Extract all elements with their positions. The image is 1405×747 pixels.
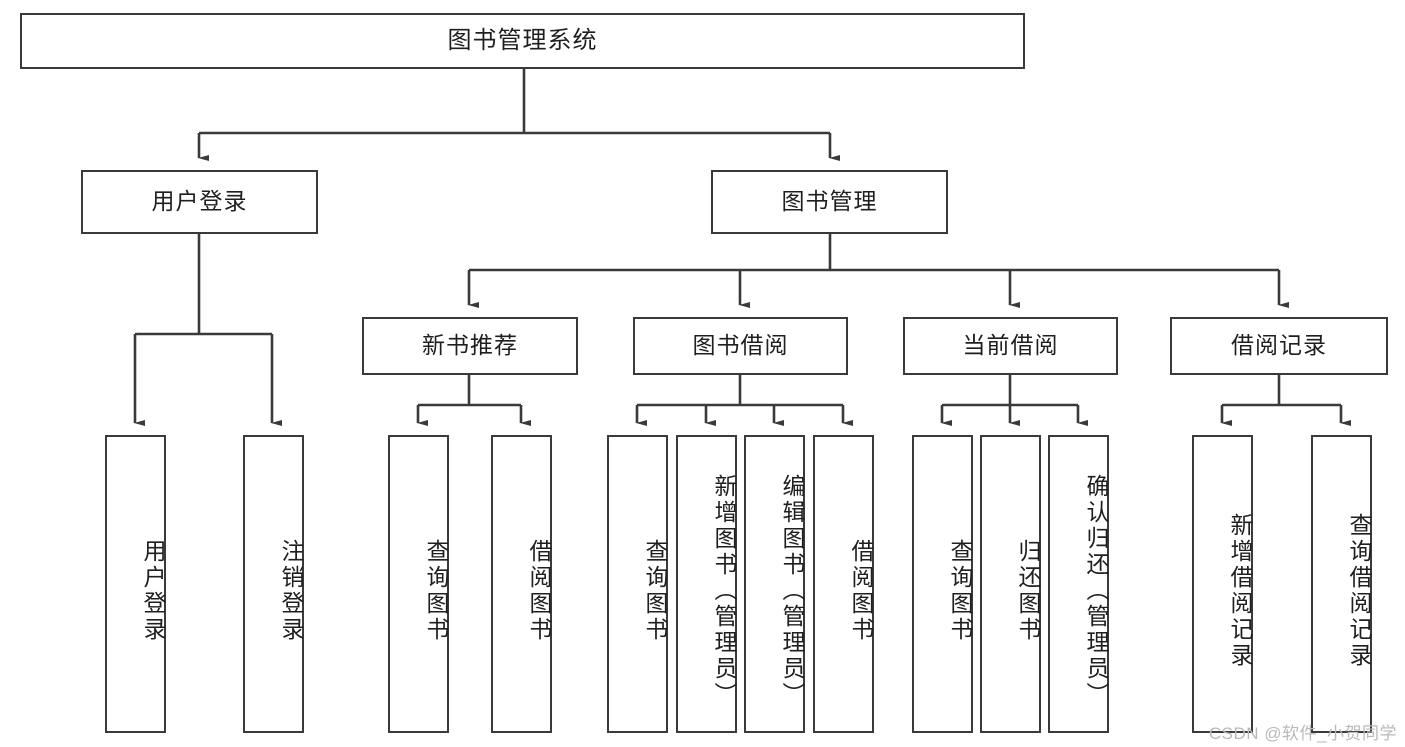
node-label: 借阅图书 [848, 539, 874, 643]
node-label: 用户登录 [140, 539, 166, 643]
node-label: 注销登录 [278, 539, 304, 643]
node-label: 借阅记录 [1231, 332, 1327, 359]
leaf-user-login-signout[interactable]: 注销登录 [243, 435, 304, 733]
watermark: CSDN @软件_小贺同学 [1208, 724, 1397, 743]
leaf-records-query-record[interactable]: 查询借阅记录 [1311, 435, 1372, 733]
node-label: 图书管理系统 [447, 26, 598, 54]
leaf-user-login-signin[interactable]: 用户登录 [105, 435, 166, 733]
node-user-login[interactable]: 用户登录 [81, 170, 318, 234]
node-label: 新增图书（管理员） [711, 474, 737, 708]
leaf-current-return-book[interactable]: 归还图书 [980, 435, 1041, 733]
node-label: 用户登录 [151, 188, 248, 215]
node-label: 查询图书 [423, 539, 449, 643]
node-label: 查询图书 [642, 539, 668, 643]
node-borrow-records[interactable]: 借阅记录 [1170, 317, 1388, 375]
leaf-records-add-record[interactable]: 新增借阅记录 [1192, 435, 1253, 733]
leaf-borrow-query-book[interactable]: 查询图书 [607, 435, 668, 733]
leaf-new-book-borrow[interactable]: 借阅图书 [491, 435, 552, 733]
node-label: 图书借阅 [692, 332, 789, 359]
node-label: 借阅图书 [526, 539, 552, 643]
node-label: 当前借阅 [962, 332, 1059, 359]
node-label: 查询借阅记录 [1346, 513, 1372, 669]
leaf-borrow-edit-book-admin[interactable]: 编辑图书（管理员） [744, 435, 805, 733]
node-book-management[interactable]: 图书管理 [711, 170, 948, 234]
leaf-current-query-book[interactable]: 查询图书 [912, 435, 973, 733]
node-current-borrow[interactable]: 当前借阅 [903, 317, 1118, 375]
node-label: 编辑图书（管理员） [779, 474, 805, 708]
node-label: 确认归还（管理员） [1083, 474, 1109, 708]
leaf-borrow-borrow-book[interactable]: 借阅图书 [813, 435, 874, 733]
leaf-borrow-add-book-admin[interactable]: 新增图书（管理员） [676, 435, 737, 733]
node-label: 查询图书 [947, 539, 973, 643]
node-root-system[interactable]: 图书管理系统 [20, 13, 1025, 69]
node-book-borrow[interactable]: 图书借阅 [633, 317, 848, 375]
leaf-current-confirm-return-admin[interactable]: 确认归还（管理员） [1048, 435, 1109, 733]
node-new-book-recommend[interactable]: 新书推荐 [362, 317, 578, 375]
leaf-new-book-query[interactable]: 查询图书 [388, 435, 449, 733]
node-label: 图书管理 [781, 188, 878, 215]
node-label: 新书推荐 [422, 332, 518, 359]
node-label: 新增借阅记录 [1227, 513, 1253, 669]
node-label: 归还图书 [1015, 539, 1041, 643]
